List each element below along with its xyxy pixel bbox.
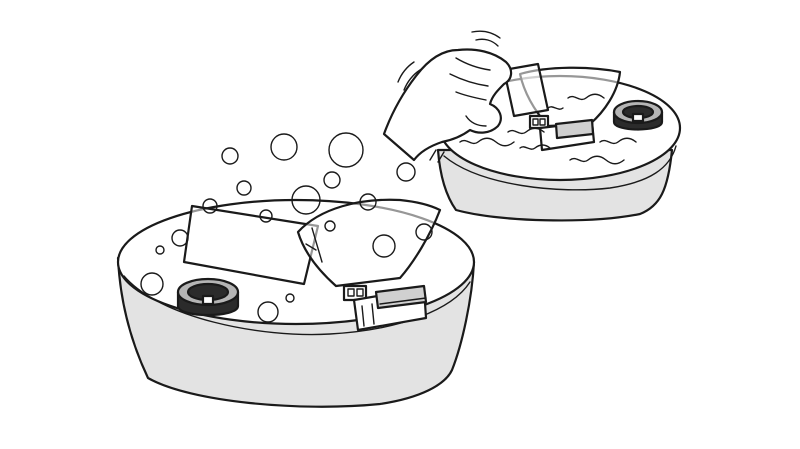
bubble — [270, 133, 298, 161]
bubble — [221, 147, 239, 165]
right-basin-lip — [443, 145, 677, 191]
left-basin-lip — [123, 275, 471, 336]
ripple — [569, 155, 625, 165]
right-clear-sheet — [502, 62, 550, 118]
motion-line — [471, 30, 501, 39]
bubble — [259, 209, 273, 223]
left-suction-cup — [176, 277, 240, 317]
bubble — [285, 293, 295, 303]
ripple — [599, 137, 637, 145]
bubble — [359, 193, 377, 211]
ripple — [519, 144, 551, 150]
left-nozzle-tool — [296, 198, 442, 332]
bubble — [155, 245, 165, 255]
motion-lines — [397, 30, 501, 163]
bubble — [324, 220, 336, 232]
bubble — [415, 223, 433, 241]
bubble — [291, 185, 321, 215]
bubble — [140, 272, 164, 296]
bubble — [396, 162, 416, 182]
right-basin — [382, 30, 682, 222]
bubble — [257, 301, 279, 323]
motion-line — [475, 38, 499, 47]
ripple — [547, 106, 564, 110]
ripple — [507, 127, 545, 135]
left-basin — [116, 132, 476, 408]
bubble — [171, 229, 189, 247]
bubble — [328, 132, 364, 168]
motion-line — [437, 151, 445, 163]
motion-line — [397, 61, 415, 83]
bubble — [323, 171, 341, 189]
motion-line — [403, 69, 421, 91]
hand-icon — [382, 48, 513, 162]
right-suction-cup — [612, 99, 664, 131]
bubble — [236, 180, 252, 196]
left-bubbles — [140, 132, 433, 323]
motion-line — [429, 149, 437, 161]
ripple — [567, 93, 605, 101]
ripple — [459, 137, 515, 147]
bubble — [372, 234, 396, 258]
right-water-ripples — [459, 93, 637, 165]
bubble — [202, 198, 218, 214]
